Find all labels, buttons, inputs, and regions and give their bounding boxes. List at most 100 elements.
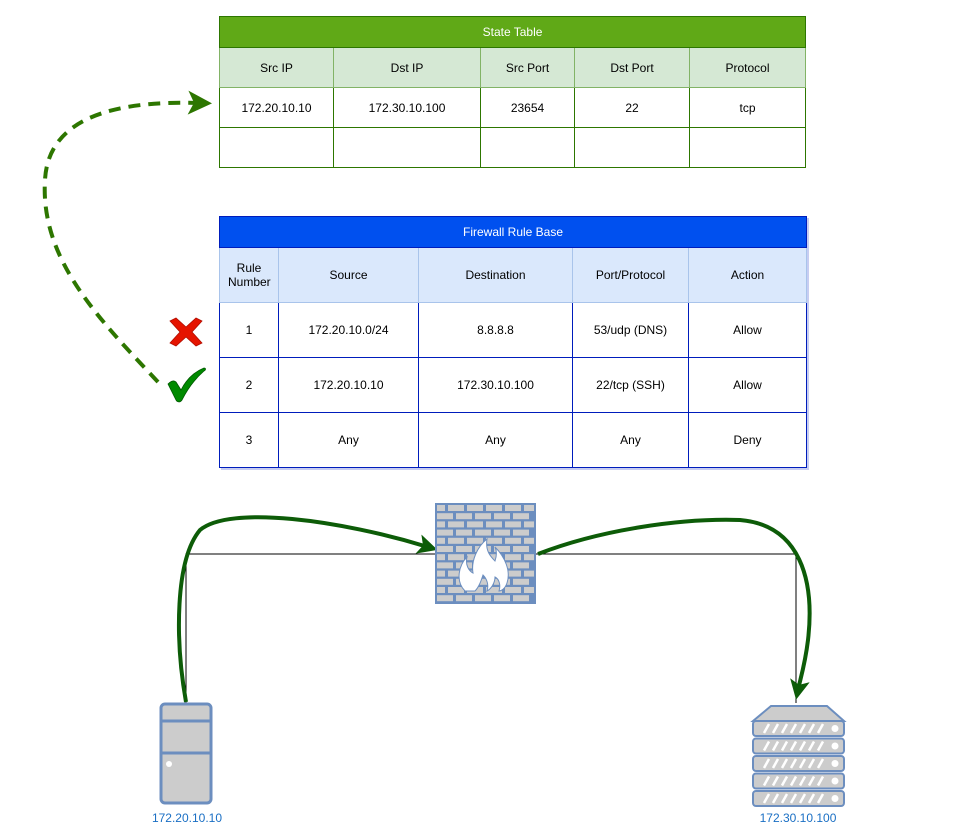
server-rack-unit (752, 772, 845, 790)
table-cell: Any (572, 412, 689, 468)
firewall-brick (513, 546, 529, 552)
red-x-icon (169, 317, 203, 347)
firewall-brick (448, 537, 464, 544)
firewall-brick (448, 587, 464, 593)
firewall-brick (513, 513, 529, 520)
state-table-title: State Table (218, 16, 807, 48)
firewall-brick (524, 587, 534, 593)
table-cell: Any (278, 412, 419, 468)
table-cell (219, 127, 334, 168)
firewall-brick (437, 570, 445, 577)
firewall-brick (486, 537, 502, 544)
table-row: 2 172.20.10.10 172.30.10.100 22/tcp (SSH… (219, 357, 808, 413)
table-cell (688, 127, 807, 168)
server-rack-unit (752, 755, 845, 772)
firewall-brick (448, 570, 464, 577)
column-header: Action (687, 247, 808, 303)
table-cell: 1 (219, 302, 279, 358)
flow-arrow-client-to-firewall (177, 515, 438, 703)
firewall-brick (437, 562, 453, 569)
column-header: Dst Port (574, 47, 690, 88)
firewall-table-title: Firewall Rule Base (218, 216, 808, 248)
firewall-brick (475, 529, 491, 536)
firewall-brick (505, 587, 521, 593)
column-header: Src Port (480, 47, 575, 88)
firewall-brick (456, 513, 472, 520)
firewall-brick (513, 529, 529, 536)
firewall-brick (475, 513, 491, 520)
firewall-brick (475, 578, 491, 585)
desktop-tower-icon (159, 702, 213, 805)
state-table-header-row: Src IP Dst IP Src Port Dst Port Protocol (219, 47, 807, 88)
firewall-brick (456, 595, 472, 602)
server-rack-unit (752, 737, 845, 755)
firewall-brick (475, 595, 491, 602)
server-rack-unit (752, 720, 845, 737)
firewall-brick (448, 505, 464, 511)
firewall-brick (505, 554, 521, 561)
firewall-brick (524, 521, 534, 528)
table-cell: 23654 (480, 87, 575, 128)
firewall-brick (513, 595, 529, 602)
table-row: 3 Any Any Any Deny (219, 412, 808, 468)
column-header: Destination (418, 247, 573, 303)
table-cell: 22 (574, 87, 690, 128)
firewall-brick (494, 595, 510, 602)
firewall-brick (456, 529, 472, 536)
table-cell (574, 127, 690, 168)
table-cell: Deny (687, 412, 808, 468)
table-cell: 22/tcp (SSH) (572, 357, 689, 413)
firewall-brick (505, 537, 521, 544)
firewall-brick (437, 595, 453, 602)
firewall-brick (437, 554, 445, 561)
server-ip-label: 172.30.10.100 (759, 811, 837, 825)
firewall-brick (437, 521, 445, 528)
table-cell: tcp (688, 87, 807, 128)
firewall-brick (486, 505, 502, 511)
firewall-brick (486, 521, 502, 528)
table-row: 1 172.20.10.0/24 8.8.8.8 53/udp (DNS) Al… (219, 302, 808, 358)
firewall-brick (524, 537, 534, 544)
server-rack-icon (750, 705, 847, 807)
firewall-brick (513, 578, 529, 585)
firewall-brick (437, 578, 453, 585)
firewall-brick (513, 562, 529, 569)
client-ip-label: 172.20.10.10 (151, 811, 223, 825)
state-table: State Table Src IP Dst IP Src Port Dst P… (218, 16, 807, 168)
firewall-brick (486, 587, 502, 593)
firewall-brick (437, 546, 453, 552)
table-cell: 3 (219, 412, 279, 468)
column-header: Source (278, 247, 419, 303)
table-cell: 172.30.10.100 (333, 87, 481, 128)
table-cell: 8.8.8.8 (418, 302, 573, 358)
firewall-brick (486, 554, 502, 561)
firewall-brick (437, 537, 445, 544)
firewall-brick (505, 521, 521, 528)
firewall-brick (494, 513, 510, 520)
firewall-brick (467, 505, 483, 511)
table-cell: Any (418, 412, 573, 468)
firewall-brick (437, 587, 445, 593)
table-cell: 172.30.10.100 (418, 357, 573, 413)
table-row (219, 127, 807, 168)
firewall-brick (448, 554, 464, 561)
firewall-brick (467, 537, 483, 544)
firewall-brick (437, 513, 453, 520)
table-cell (333, 127, 481, 168)
firewall-brick (437, 529, 453, 536)
firewall-icon (435, 503, 536, 604)
column-header: Port/Protocol (572, 247, 689, 303)
firewall-brick (448, 521, 464, 528)
firewall-brick (456, 546, 472, 552)
firewall-brick (524, 554, 534, 561)
firewall-brick (524, 570, 534, 577)
firewall-brick (494, 546, 510, 552)
table-cell: 172.20.10.10 (219, 87, 334, 128)
flow-arrow-firewall-to-server (537, 517, 812, 700)
firewall-rule-table: Firewall Rule Base Rule Number Source De… (218, 216, 808, 468)
column-header: Protocol (688, 47, 807, 88)
table-cell: 172.20.10.10 (278, 357, 419, 413)
table-row: 172.20.10.10 172.30.10.100 23654 22 tcp (219, 87, 807, 128)
server-rack-unit (752, 790, 845, 807)
